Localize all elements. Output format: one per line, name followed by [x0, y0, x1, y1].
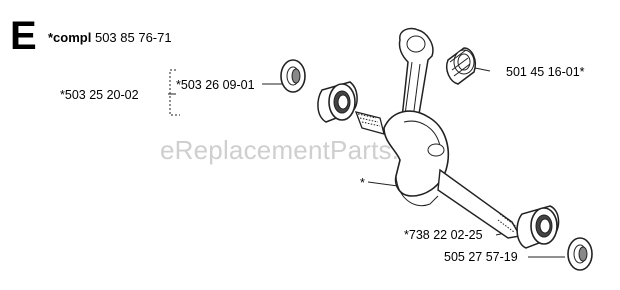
- crankshaft-web-drawing: [383, 110, 450, 207]
- needle-bearing-drawing: [446, 47, 476, 85]
- part-label-seal-right: 505 27 57-19: [444, 250, 518, 264]
- connecting-rod-drawing: [397, 27, 434, 137]
- seal-left-drawing: [280, 59, 306, 93]
- shaft-right-drawing: [437, 168, 522, 239]
- part-label-bearing-left-outer: *503 25 20-02: [60, 88, 139, 102]
- part-label-seal-left: *503 26 09-01: [176, 78, 255, 92]
- leader-line-needle-bearing: [474, 67, 491, 72]
- shaft-left-drawing: [354, 111, 385, 135]
- compl-label: *compl 503 85 76-71: [48, 30, 172, 45]
- bracket-left: [169, 69, 180, 116]
- bearing-left-drawing: [317, 81, 358, 123]
- part-label-crankshaft: *: [360, 176, 365, 190]
- leader-line-crankshaft: [367, 181, 399, 187]
- seal-right-drawing: [567, 237, 593, 271]
- compl-number: 503 85 76-71: [94, 30, 172, 45]
- bearing-right-drawing: [516, 205, 560, 249]
- part-label-needle-bearing: 501 45 16-01*: [506, 65, 585, 79]
- part-label-bearing-right: *738 22 02-25: [404, 228, 483, 242]
- section-letter: E: [10, 14, 37, 58]
- compl-prefix: *compl: [48, 30, 92, 45]
